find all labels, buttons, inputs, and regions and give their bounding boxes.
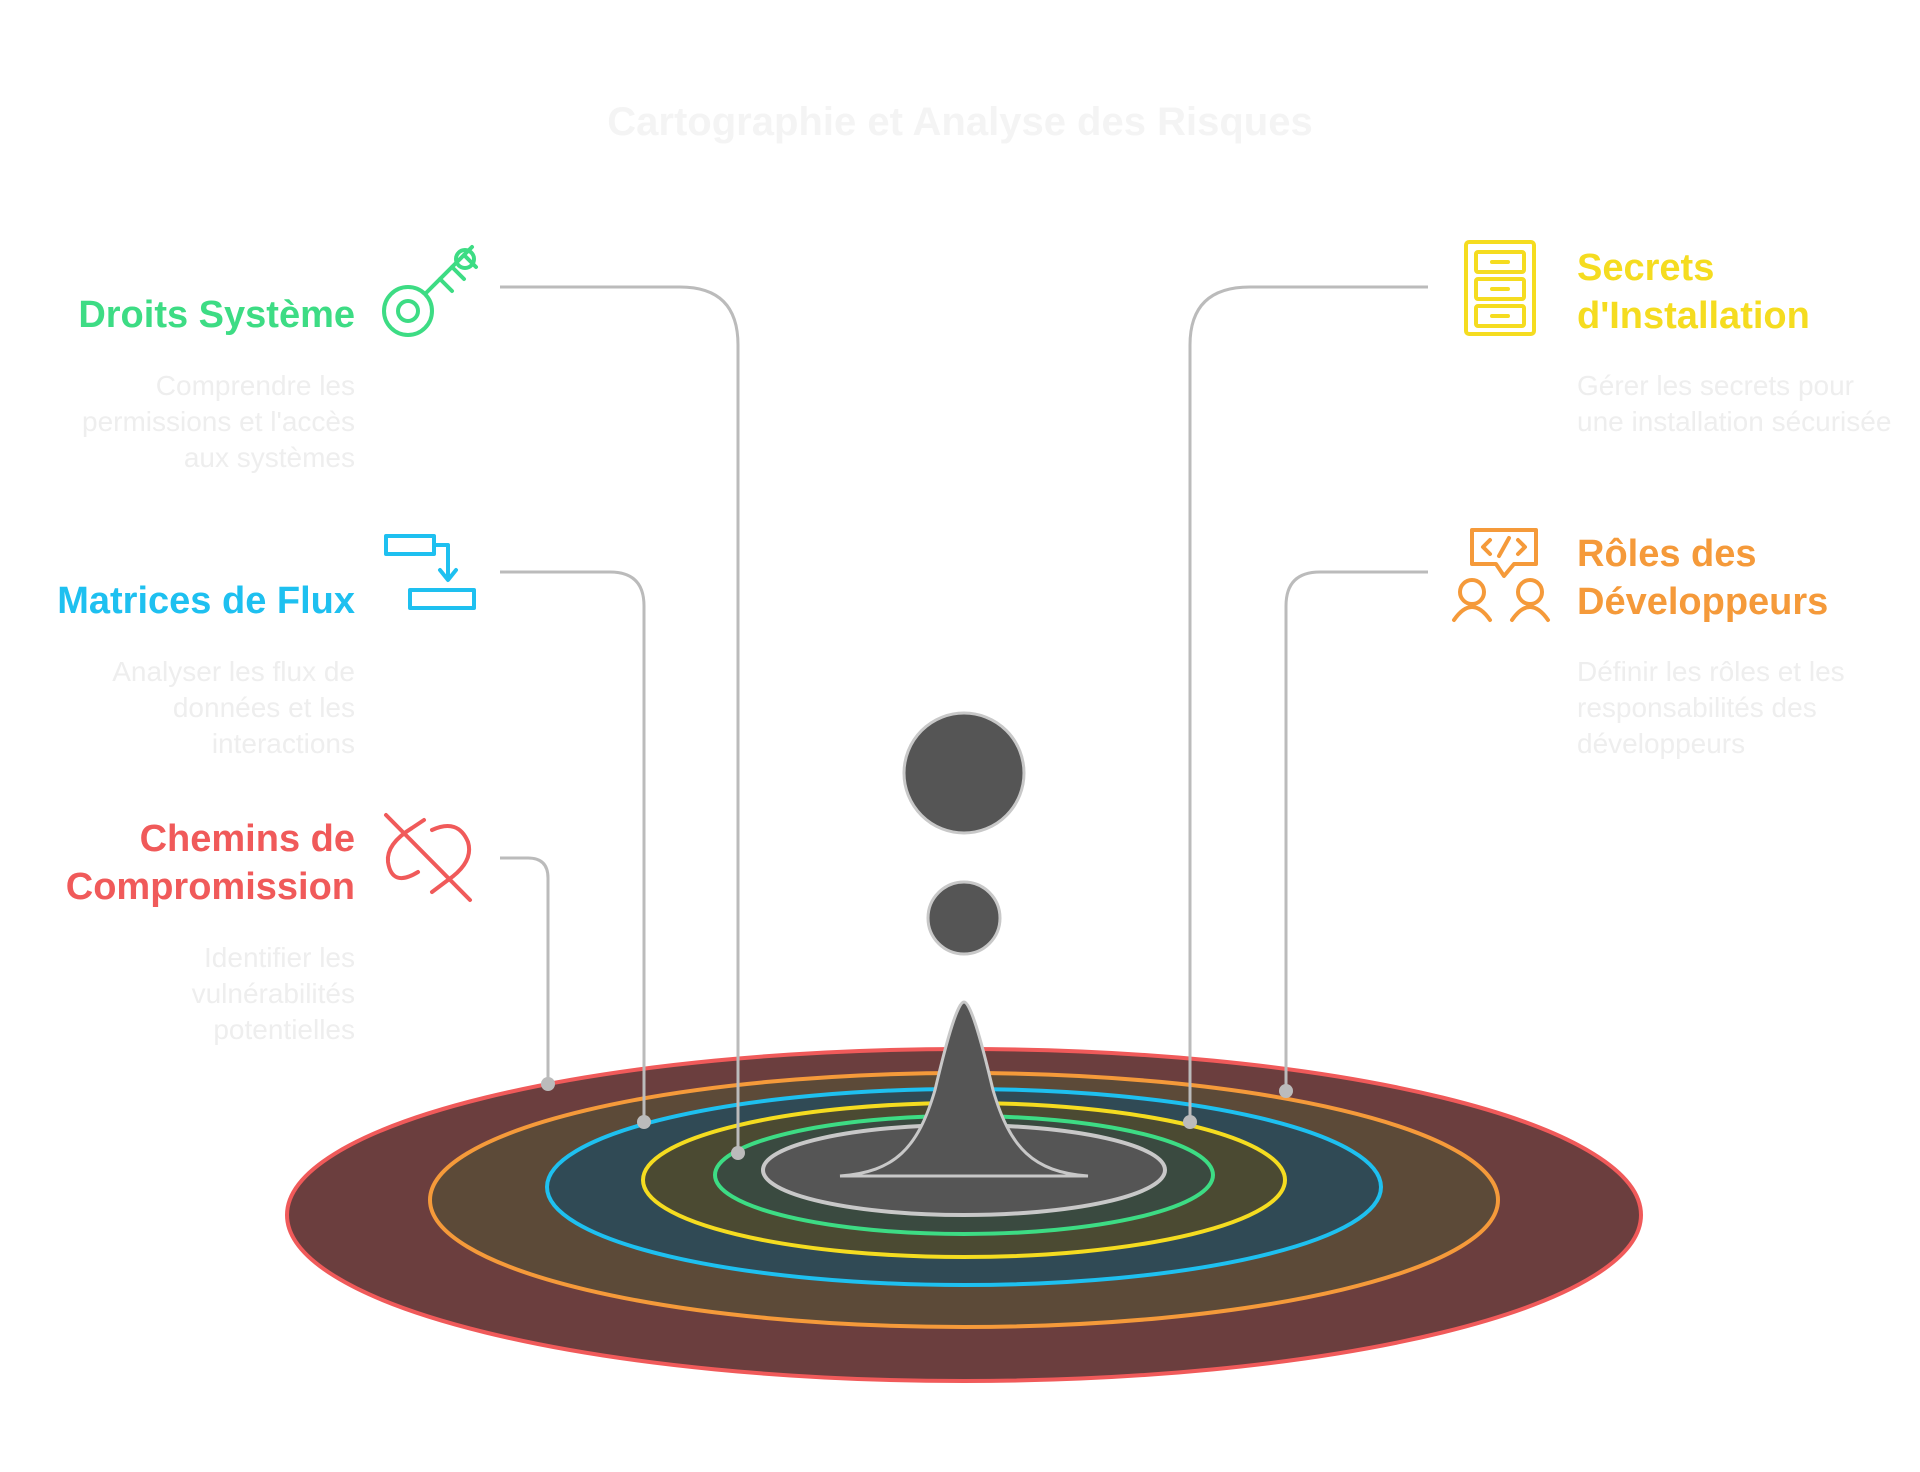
dot-matrices — [637, 1115, 651, 1129]
desc-chemins: Identifier les vulnérabilités potentiell… — [191, 942, 355, 1045]
desc-roles: Définir les rôles et les responsabilités… — [1577, 656, 1845, 759]
developers-icon — [1452, 528, 1550, 622]
label-droits: Droits Système — [78, 294, 355, 336]
label-matrices: Matrices de Flux — [57, 580, 355, 622]
label-secrets: Secrets d'Installation — [1577, 247, 1810, 337]
dot-chemins — [541, 1077, 555, 1091]
cabinet-icon — [1464, 240, 1536, 336]
broken-link-icon — [384, 813, 472, 902]
connector-secrets — [1188, 285, 1428, 1122]
flow-icon — [384, 534, 476, 610]
key-icon — [382, 245, 478, 337]
splash-peak — [839, 1000, 1089, 1178]
dot-droits — [731, 1146, 745, 1160]
dot-secrets — [1183, 1115, 1197, 1129]
connector-chemins — [500, 856, 550, 1084]
page-title: Cartographie et Analyse des Risques — [607, 100, 1313, 144]
desc-droits: Comprendre les permissions et l'accès au… — [82, 370, 355, 473]
connector-dots — [541, 1077, 1293, 1160]
connector-droits — [500, 285, 740, 1153]
drop-large — [902, 711, 1026, 835]
label-chemins: Chemins de Compromission — [65, 818, 355, 908]
connectors — [500, 285, 1428, 1153]
desc-secrets: Gérer les secrets pour une installation … — [1577, 370, 1892, 437]
drop-small — [926, 880, 1002, 956]
label-roles: Rôles des Développeurs — [1577, 533, 1829, 623]
water-drop — [839, 711, 1089, 1178]
desc-matrices: Analyser les flux de données et les inte… — [112, 656, 355, 759]
ripple-rings — [285, 1047, 1643, 1383]
connector-roles — [1284, 570, 1428, 1091]
connector-matrices — [500, 570, 646, 1122]
dot-roles — [1279, 1084, 1293, 1098]
